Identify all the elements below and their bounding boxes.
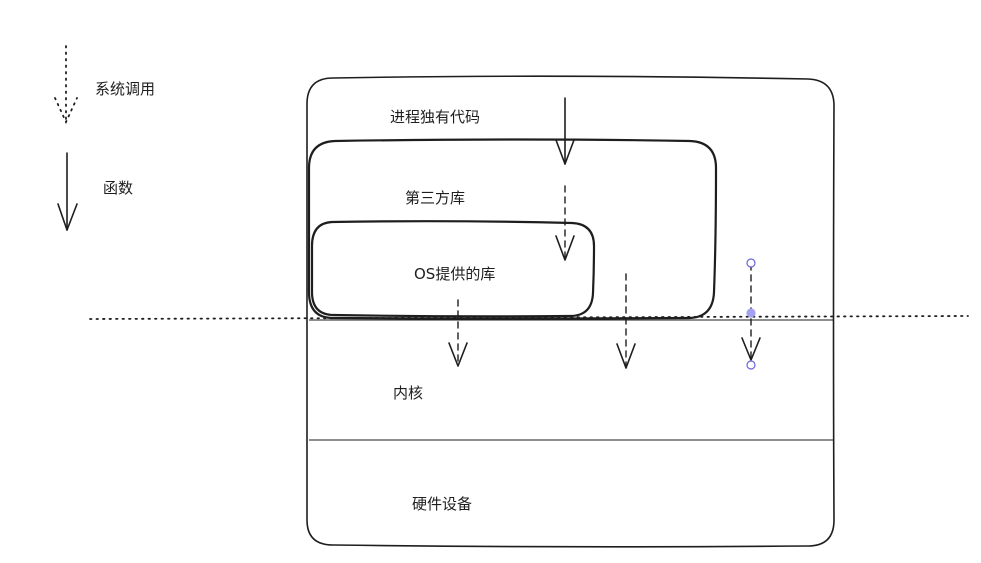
os-lib-box	[310, 220, 596, 318]
outer-container	[306, 75, 835, 548]
arrow-mid-handle[interactable]	[746, 308, 756, 318]
legend-syscall-label: 系统调用	[95, 80, 155, 98]
arrow-end-handle[interactable]	[746, 360, 756, 370]
arrow-third-party-to-os-lib	[555, 185, 575, 261]
legend-function-label: 函数	[103, 179, 133, 197]
hardware-label: 硬件设备	[412, 495, 472, 513]
process-code-label: 进程独有代码	[390, 108, 480, 126]
arrow-start-handle[interactable]	[746, 258, 756, 268]
arrow-process-to-third-party	[555, 97, 575, 165]
third-party-label: 第三方库	[405, 189, 465, 207]
legend: 系统调用 函数	[54, 45, 155, 231]
legend-function-arrow	[57, 152, 78, 231]
selection-handles[interactable]	[746, 258, 756, 370]
arrow-os-lib-to-kernel	[448, 299, 468, 367]
kernel-label: 内核	[393, 384, 423, 402]
os-lib-label: OS提供的库	[414, 265, 495, 283]
arrow-third-party-to-kernel	[616, 273, 636, 369]
third-party-box	[307, 138, 718, 320]
legend-syscall-arrow	[54, 45, 78, 125]
